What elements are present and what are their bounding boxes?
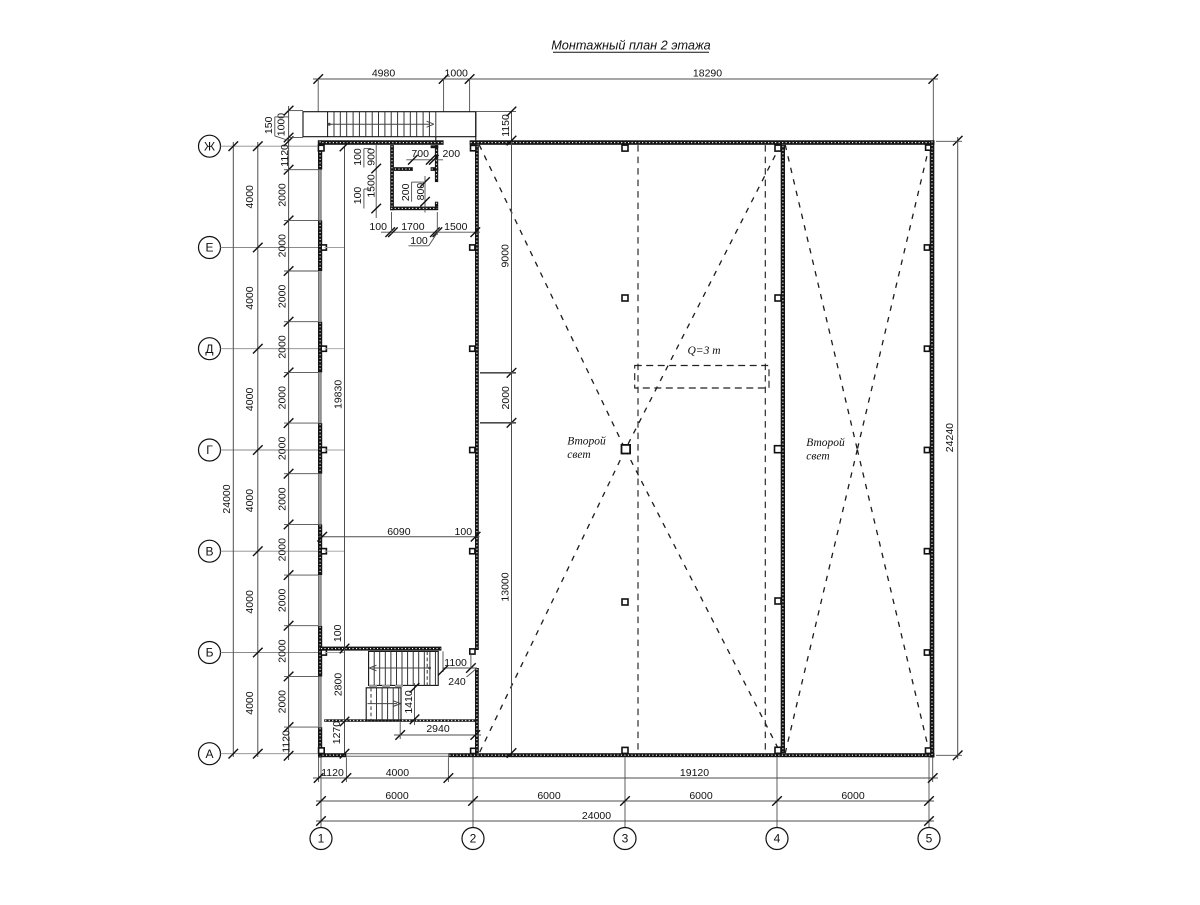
svg-text:1: 1 [318,832,325,846]
svg-text:В: В [205,544,213,558]
svg-text:4000: 4000 [244,691,256,715]
svg-text:6000: 6000 [537,790,561,802]
svg-text:свет: свет [806,450,829,462]
svg-text:150: 150 [263,116,275,134]
svg-text:240: 240 [448,676,466,688]
svg-text:Б: Б [206,646,214,660]
svg-text:13000: 13000 [500,572,512,601]
svg-text:1000: 1000 [276,113,288,137]
svg-text:6090: 6090 [387,526,411,538]
svg-text:Д: Д [205,342,213,356]
svg-text:2000: 2000 [276,487,288,511]
svg-text:1500: 1500 [366,174,378,198]
svg-text:1100: 1100 [444,657,467,669]
svg-text:100: 100 [352,148,364,166]
svg-text:2000: 2000 [276,386,288,410]
svg-text:6000: 6000 [689,790,713,802]
svg-text:4000: 4000 [244,388,256,412]
svg-text:800: 800 [415,183,427,201]
svg-text:2000: 2000 [276,234,288,258]
svg-text:100: 100 [410,235,428,247]
svg-text:4000: 4000 [244,590,256,614]
svg-text:100: 100 [455,526,473,538]
svg-text:24000: 24000 [582,810,611,822]
svg-text:1120: 1120 [321,767,344,779]
svg-text:2940: 2940 [426,723,450,735]
svg-text:2000: 2000 [276,183,288,207]
svg-text:1700: 1700 [401,221,425,233]
svg-text:100: 100 [369,221,387,233]
svg-text:18290: 18290 [693,67,722,79]
svg-text:1150: 1150 [500,114,512,137]
svg-text:700: 700 [411,148,429,160]
svg-text:4000: 4000 [244,286,256,310]
svg-text:Второй: Второй [806,436,845,449]
svg-text:6000: 6000 [385,790,409,802]
svg-text:24000: 24000 [221,484,233,513]
svg-text:4980: 4980 [372,67,396,79]
svg-text:2000: 2000 [276,285,288,309]
svg-text:4000: 4000 [244,489,256,513]
svg-text:Второй: Второй [567,434,606,447]
svg-text:1120: 1120 [281,730,293,753]
svg-text:Е: Е [205,241,213,255]
svg-text:2000: 2000 [276,437,288,461]
svg-text:19120: 19120 [680,767,709,779]
svg-text:2000: 2000 [500,386,512,410]
svg-text:2000: 2000 [276,335,288,359]
svg-text:Q=3 т: Q=3 т [688,345,721,357]
svg-text:4: 4 [774,832,781,846]
svg-text:1120: 1120 [279,144,291,167]
svg-text:2800: 2800 [333,673,345,697]
svg-text:2000: 2000 [276,690,288,714]
svg-text:1500: 1500 [444,221,468,233]
svg-text:200: 200 [400,183,412,201]
svg-text:6000: 6000 [841,790,865,802]
svg-text:2000: 2000 [276,538,288,562]
svg-text:1410: 1410 [403,690,415,714]
svg-text:1000: 1000 [445,67,469,79]
svg-text:4000: 4000 [244,185,256,209]
svg-text:Г: Г [206,443,213,457]
svg-text:3: 3 [622,832,629,846]
svg-text:свет: свет [567,449,590,461]
svg-text:5: 5 [926,832,933,846]
svg-text:4000: 4000 [386,767,410,779]
svg-text:Ж: Ж [204,139,215,153]
svg-text:2: 2 [470,832,477,846]
svg-text:24240: 24240 [944,423,956,452]
svg-text:2000: 2000 [276,589,288,613]
svg-text:А: А [205,747,213,761]
svg-text:19830: 19830 [332,380,344,409]
svg-text:100: 100 [332,624,344,642]
svg-text:900: 900 [366,148,378,166]
svg-text:9000: 9000 [500,244,512,268]
svg-text:1270: 1270 [331,721,343,745]
svg-text:200: 200 [443,148,461,160]
svg-text:Монтажный план 2 этажа: Монтажный план 2 этажа [551,39,711,53]
svg-text:100: 100 [352,187,364,205]
svg-text:2000: 2000 [276,639,288,663]
